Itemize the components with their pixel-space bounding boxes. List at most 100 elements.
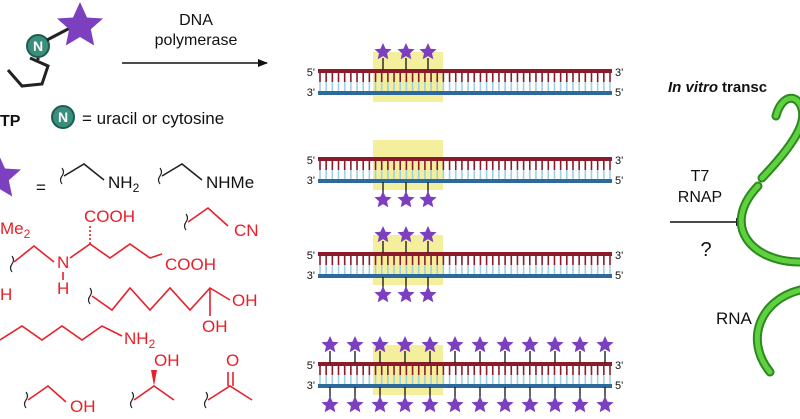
bottom-3prime-label: 3'	[307, 175, 315, 187]
chiral-hydroxyethyl-group: OH	[129, 351, 180, 409]
star-label-icon	[419, 191, 437, 208]
attachment-wavy	[203, 391, 209, 409]
star-label-icon	[374, 191, 392, 208]
nucleobase-legend: N = uracil or cytosine	[51, 105, 224, 129]
substituent-structures: = NH2 NHMe Me2 N H COOH COOH	[0, 153, 259, 416]
linker-bonds	[13, 244, 55, 263]
chain-bonds	[27, 384, 67, 403]
nucleobase-letter: N	[33, 38, 43, 54]
bottom-3prime-label: 3'	[307, 380, 315, 392]
ketone-o-label: O	[226, 351, 239, 370]
modified-ntp: N TP	[0, 2, 103, 130]
chain-bonds	[63, 163, 105, 181]
top-5prime-label: 5'	[307, 155, 315, 167]
star-label-icon	[571, 336, 589, 353]
star-label-icon	[446, 396, 464, 413]
top-5prime-label: 5'	[307, 67, 315, 79]
bottom-strand	[318, 274, 612, 278]
star-label-icon	[446, 336, 464, 353]
polymerase-step: DNA polymerase	[122, 12, 268, 67]
polymerase-label-line2: polymerase	[155, 32, 238, 49]
enzyme-label-line1: T7	[691, 168, 710, 185]
amine-h-label: H	[57, 279, 69, 298]
oh-chiral-label: OH	[154, 351, 180, 370]
glutamate-backbone	[69, 243, 163, 259]
cyanomethyl-group: CN	[183, 206, 259, 240]
acetyl-group: O	[203, 351, 253, 409]
diol-chain-group: OH OH	[87, 286, 258, 336]
star-label-icon	[346, 336, 364, 353]
star-label-icon	[471, 396, 489, 413]
top-strand	[318, 69, 612, 73]
rna-label: RNA	[716, 309, 753, 328]
top-strand	[318, 252, 612, 256]
bottom-strand	[318, 179, 612, 183]
cooh-bottom-label: COOH	[165, 255, 216, 274]
star-label-icon	[496, 336, 514, 353]
linker-bond	[46, 26, 71, 42]
bottom-5prime-label: 5'	[615, 175, 623, 187]
star-label-icon	[571, 396, 589, 413]
attachment-wavy	[87, 287, 93, 305]
star-label-icon	[396, 396, 414, 413]
star-label-icon	[521, 336, 539, 353]
star-label-icon	[546, 396, 564, 413]
chain-bonds	[0, 325, 123, 341]
star-label-icon	[397, 191, 415, 208]
top-strand	[318, 362, 612, 366]
star-label-icon	[421, 396, 439, 413]
oh-mid-label: OH	[202, 317, 228, 336]
question-mark: ?	[700, 239, 711, 261]
top-strand	[318, 157, 612, 161]
top-3prime-label: 3'	[615, 250, 623, 262]
attachment-wavy	[9, 255, 15, 273]
aminobutyl-group: NH2	[0, 325, 156, 351]
substituent-star-icon	[0, 153, 21, 197]
bottom-strand	[318, 384, 612, 388]
duplex-4: 5' 3' 3' 5'	[307, 336, 623, 413]
equals-sign: =	[36, 178, 46, 197]
bottom-3prime-label: 3'	[307, 270, 315, 282]
star-label-icon	[596, 396, 614, 413]
legend-nucleobase-circle	[51, 105, 75, 129]
attachment-wavy	[23, 391, 29, 409]
star-label-icon	[371, 396, 389, 413]
star-label-icon	[374, 286, 392, 303]
attachment-wavy	[59, 167, 65, 185]
star-label-icon	[321, 336, 339, 353]
bottom-3prime-label: 3'	[307, 87, 315, 99]
ntp-label: TP	[0, 113, 21, 130]
nucleobase-circle	[26, 34, 50, 58]
methylaminomethyl-group: NHMe	[157, 163, 254, 192]
duplex-3: 5' 3' 3' 5'	[307, 226, 623, 303]
top-5prime-label: 5'	[307, 250, 315, 262]
chain-bonds	[207, 385, 253, 401]
chain-bonds	[133, 385, 175, 401]
top-3prime-label: 3'	[615, 360, 623, 372]
oh-chain-label: OH	[232, 291, 258, 310]
star-label-icon	[321, 396, 339, 413]
dna-duplexes: 5'3'3'5'5'3'3'5'5'3'3'5'5'3'3'5'	[307, 43, 623, 413]
bottom-5prime-label: 5'	[615, 380, 623, 392]
amine-n-label: N	[57, 253, 69, 272]
bottom-5prime-label: 5'	[615, 270, 623, 282]
star-label-icon	[521, 396, 539, 413]
aminomethyl-group: NH2	[59, 163, 140, 195]
chain-bonds	[91, 286, 231, 312]
top-3prime-label: 3'	[615, 155, 623, 167]
top-3prime-label: 3'	[615, 67, 623, 79]
nhme-label: NHMe	[206, 173, 254, 192]
amine-long-label: NH2	[124, 329, 156, 351]
hydroxyethyl-group: OH	[23, 384, 96, 416]
rna-helix-icon	[736, 93, 800, 377]
bottom-strand	[318, 91, 612, 95]
nme2-label: Me2	[0, 219, 31, 241]
top-5prime-label: 5'	[307, 360, 315, 372]
star-label-icon	[596, 336, 614, 353]
duplex-2: 5' 3' 3' 5'	[307, 140, 623, 208]
cn-label: CN	[234, 221, 259, 240]
ribose-ring	[6, 56, 50, 88]
legend-text: = uracil or cytosine	[82, 109, 224, 128]
